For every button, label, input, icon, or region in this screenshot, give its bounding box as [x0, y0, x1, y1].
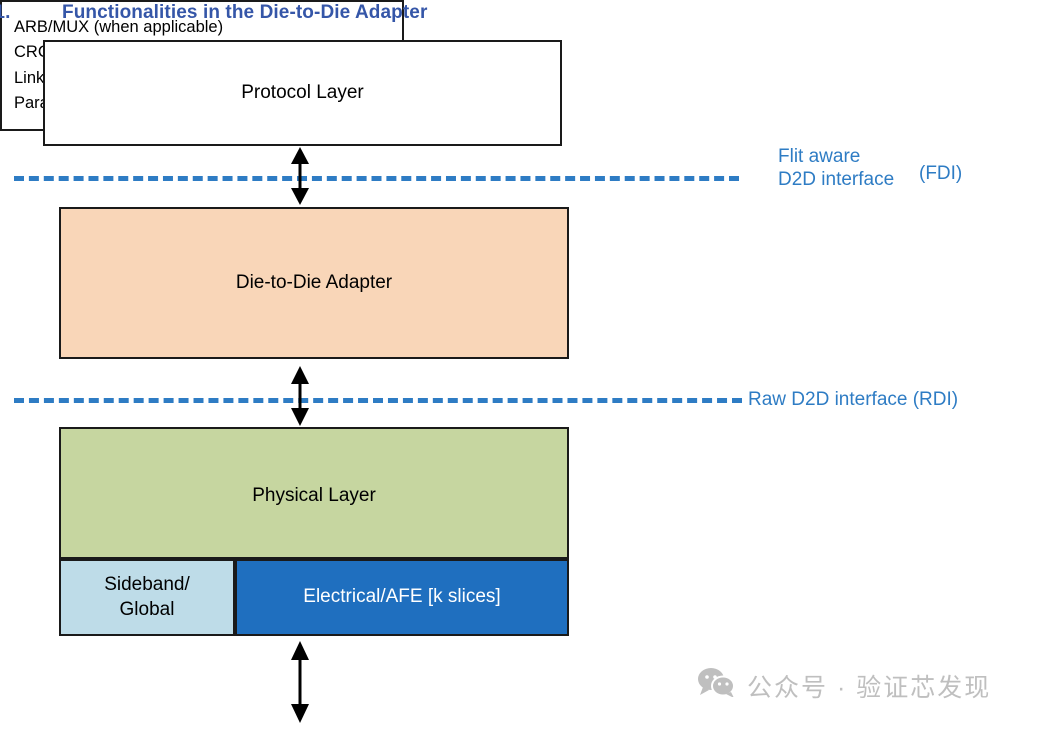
block-electrical-afe-label: Electrical/AFE [k slices] [303, 586, 501, 608]
fdi-label-line2: D2D interface [778, 169, 895, 191]
block-sideband-global-line2: Global [119, 598, 175, 620]
block-sideband-global: Sideband/ Global [59, 559, 235, 636]
arrow-physical-to-package [287, 641, 313, 723]
block-sideband-global-line1: Sideband/ [104, 574, 190, 596]
double-arrow-icon [291, 147, 309, 205]
fdi-label-line1: Flit aware [778, 146, 861, 167]
watermark-text: 公众号 · 验证芯发现 [747, 673, 992, 702]
block-electrical-afe: Electrical/AFE [k slices] [235, 559, 569, 636]
block-physical-layer: Physical Layer [59, 427, 569, 559]
rdi-interface-line [14, 398, 742, 403]
double-arrow-icon [291, 366, 309, 426]
fdi-acronym: (FDI) [919, 163, 963, 184]
watermark: 公众号 · 验证芯发现 [697, 667, 991, 704]
figure-number: -1. [0, 2, 11, 23]
wechat-icon [697, 667, 735, 704]
wechat-icon-glyph [698, 668, 735, 698]
rdi-label: Raw D2D interface (RDI) [748, 389, 959, 410]
fdi-label: Flit aware D2D interface [778, 145, 894, 191]
arrow-adapter-to-physical [287, 366, 313, 426]
block-die-to-die-adapter-label: Die-to-Die Adapter [235, 271, 393, 293]
block-protocol-layer: Protocol Layer [43, 40, 562, 146]
double-arrow-icon [291, 641, 309, 723]
block-physical-layer-label: Physical Layer [252, 485, 376, 506]
feature-item: ARB/MUX (when applicable) [14, 18, 224, 37]
block-protocol-layer-label: Protocol Layer [241, 82, 364, 103]
fdi-interface-line [14, 176, 739, 181]
figure-title: -1. Functionalities in the Die-to-Die Ada… [0, 2, 588, 28]
block-die-to-die-adapter: Die-to-Die Adapter [59, 207, 569, 359]
arrow-protocol-to-adapter [287, 147, 313, 205]
page-title: Functionalities in the Die-to-Die Adapte… [62, 2, 428, 23]
